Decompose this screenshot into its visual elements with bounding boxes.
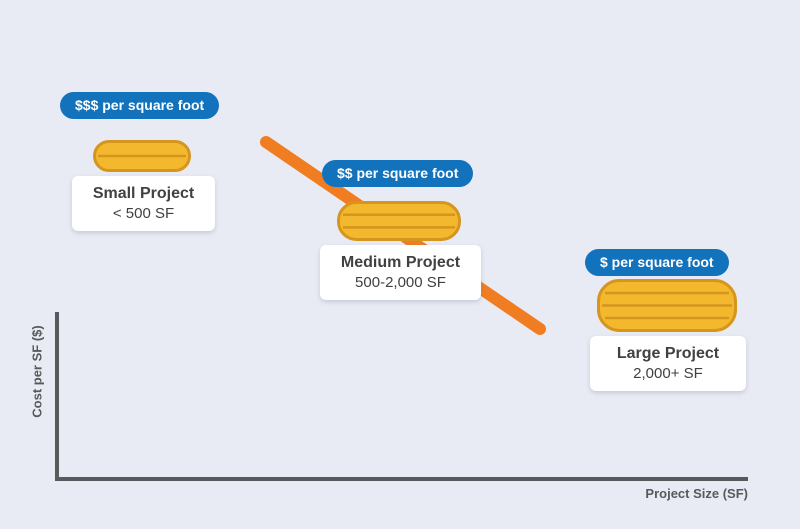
price-badge-small: $$$ per square foot <box>60 92 220 119</box>
project-card-medium: Medium Project 500-2,000 SF <box>320 245 481 300</box>
project-size: 500-2,000 SF <box>355 274 446 291</box>
project-title: Large Project <box>616 345 720 362</box>
coin-stack-small <box>93 140 191 172</box>
price-badge-large: $ per square foot <box>585 249 729 276</box>
coin-stack-medium <box>337 201 461 241</box>
coin-stack-large <box>597 279 737 332</box>
project-title: Medium Project <box>340 254 461 271</box>
project-card-small: Small Project < 500 SF <box>72 176 215 231</box>
project-card-large: Large Project 2,000+ SF <box>590 336 746 391</box>
project-title: Small Project <box>92 185 195 202</box>
y-axis-label: Cost per SF ($) <box>29 325 45 418</box>
price-badge-medium: $$ per square foot <box>322 160 474 187</box>
x-axis-label: Project Size (SF) <box>645 486 748 501</box>
project-size: < 500 SF <box>112 205 175 222</box>
project-size: 2,000+ SF <box>633 365 703 382</box>
